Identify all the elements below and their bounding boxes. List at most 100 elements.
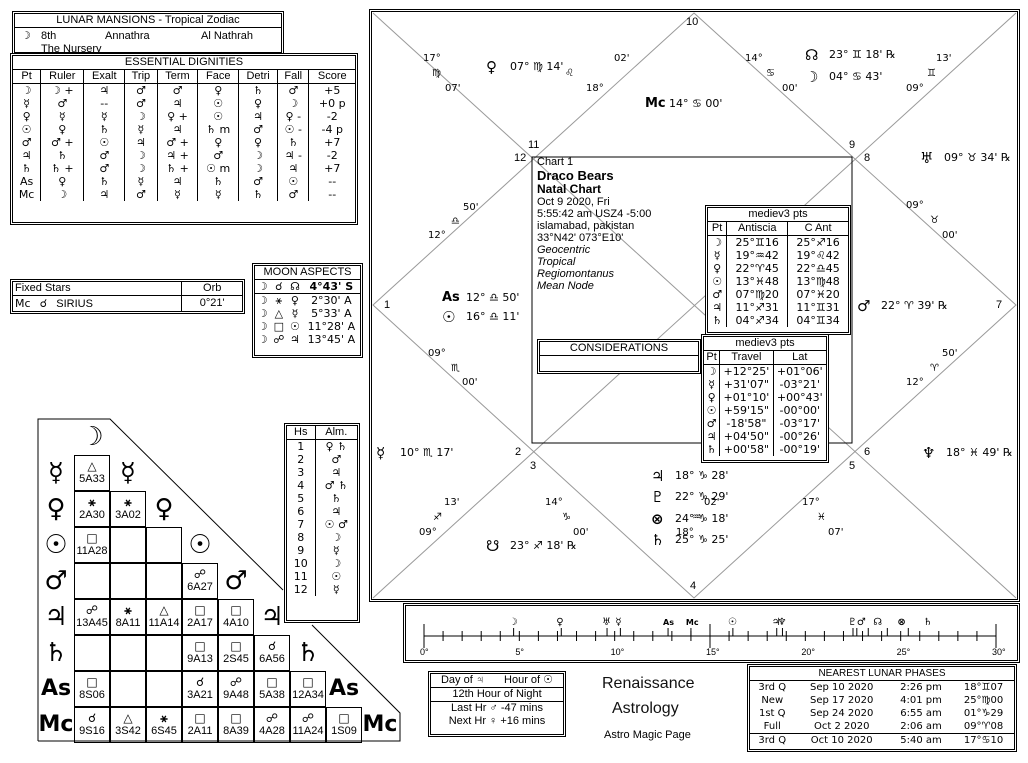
house-row: 5♄ <box>287 492 357 505</box>
cusp-label: ♐ <box>433 512 442 523</box>
pluto-icon[interactable]: ♇ <box>651 488 665 506</box>
dignities-cell: ☿ <box>124 175 158 188</box>
cusp-label: ♏ <box>451 363 460 374</box>
house-number: 4 <box>690 580 697 592</box>
moon-icon: ☽ <box>80 422 104 452</box>
brand-line2[interactable]: Astrology <box>612 700 679 717</box>
aspect-cell <box>110 635 146 671</box>
north-node-position: 23° ♊ 18' ℞ <box>829 48 896 61</box>
aspect-icon: ⚹ <box>88 495 96 509</box>
aspect-orb: 8A11 <box>115 617 141 629</box>
sun-icon[interactable]: ☉ <box>442 308 456 326</box>
dignities-row: ☉♀♄☿♃♄ m♂☉ --4 p <box>13 123 355 136</box>
house-row: 3♃ <box>287 466 357 479</box>
house-number: 5 <box>849 460 856 472</box>
ruler-marker-icon: ☉ <box>727 617 737 628</box>
moon-icon[interactable]: ☽ <box>805 68 819 86</box>
aspect-icon: ☍ <box>265 711 279 725</box>
midheaven-position: 14° ♋ 00' <box>669 97 723 110</box>
considerations-button[interactable]: CONSIDERATIONS <box>537 339 701 374</box>
aspect-cell <box>146 671 182 707</box>
aspect-cell: ⚹2A30 <box>74 491 110 527</box>
cusp-label: 02' <box>704 497 720 508</box>
mars-row-icon: ♂ <box>44 566 68 596</box>
midheaven-icon[interactable]: Mc <box>645 96 666 111</box>
ascendant-icon[interactable]: As <box>442 290 460 305</box>
cusp-label: 13' <box>444 497 460 508</box>
aspect-orb: 6A27 <box>187 581 213 593</box>
midheaven-row-icon: Mc <box>38 712 74 737</box>
dignities-cell: ♄ <box>13 162 42 175</box>
neptune-icon[interactable]: ♆ <box>922 444 936 462</box>
chart-time: 5:55:42 am USZ4 -5:00 <box>537 208 652 220</box>
house-number: 12 <box>514 152 527 164</box>
option-node: Mean Node <box>537 280 594 292</box>
moon-aspect-cell: ♃ <box>290 333 300 346</box>
moon-aspect-cell: ☉ <box>290 320 300 333</box>
ruler-marker-icon: ♃ <box>771 617 781 628</box>
travel-header: Pt <box>704 351 721 365</box>
dignities-cell: ♄ <box>277 136 310 149</box>
uranus-icon[interactable]: ♅ <box>920 149 934 167</box>
moon-aspect-cell: ☽ <box>257 280 268 293</box>
dignities-cell: ♃ <box>238 110 279 123</box>
house-cell: ☽ <box>331 531 342 544</box>
aspect-cell <box>110 527 146 563</box>
aspect-cell: □1S09 <box>326 707 362 743</box>
house-cell: 11 <box>287 570 316 583</box>
venus-position: 07° ♍ 14' <box>510 60 564 73</box>
aspect-cell: △3S42 <box>110 707 146 743</box>
dignities-header: Face <box>197 70 240 84</box>
dignities-row: Mc☽♃♂☿☿♄♂-- <box>13 188 355 201</box>
dignities-cell: +7 <box>324 162 341 175</box>
saturn-icon[interactable]: ♄ <box>651 531 665 549</box>
dignities-cell: ☿ <box>197 188 240 201</box>
dignities-title: ESSENTIAL DIGNITIES <box>13 56 355 70</box>
dignities-cell: ♂ <box>124 97 158 110</box>
house-cell: 10 <box>287 557 316 570</box>
house-number: 6 <box>864 446 871 458</box>
chart-place: islamabad, pakistan <box>537 220 635 232</box>
north-node-icon[interactable]: ☊ <box>805 46 819 64</box>
cusp-label: 17° <box>802 497 820 508</box>
lunar-phase-cell: Oct 10 2020 <box>810 735 873 746</box>
dignities-cell: ♂ <box>197 149 240 162</box>
dignities-cell: ♃ <box>157 175 199 188</box>
mars-icon[interactable]: ♂ <box>857 297 871 315</box>
dignities-cell: ☿ <box>13 97 42 110</box>
brand-line1[interactable]: Renaissance <box>602 675 695 692</box>
antiscia-cell: ♀ <box>708 262 728 275</box>
cusp-label: 14° <box>545 497 563 508</box>
lunar-mansions-title: LUNAR MANSIONS - Tropical Zodiac <box>15 14 281 28</box>
travel-cell: +12°25' <box>719 364 774 378</box>
aspect-icon: □ <box>230 639 242 653</box>
cusp-label: 07' <box>445 83 461 94</box>
part-of-fortune-icon[interactable]: ⊗ <box>651 510 664 528</box>
antiscia-cell: ☿ <box>708 249 728 262</box>
jupiter-icon[interactable]: ♃ <box>651 467 665 485</box>
south-node-icon[interactable]: ☋ <box>486 537 500 555</box>
travel-header: Travel <box>719 351 774 365</box>
star-name: SIRIUS <box>56 297 93 310</box>
antiscia-cell: ♄ <box>708 314 728 327</box>
dignities-cell: Mc <box>13 188 42 201</box>
house-cell: ☉ ♂ <box>324 518 348 531</box>
aspect-icon: ☌ <box>195 675 205 689</box>
venus-icon[interactable]: ♀ <box>486 58 497 76</box>
option-house-system: Regiomontanus <box>537 268 615 280</box>
lunar-phase-cell: 18°♊07 <box>963 682 1004 693</box>
aspect-cell: △5A33 <box>74 455 110 491</box>
house-cell: 2 <box>287 453 316 466</box>
aspect-icon: □ <box>266 675 278 689</box>
aspect-icon: □ <box>194 711 206 725</box>
astro-magic-link[interactable]: Astro Magic Page <box>604 729 691 741</box>
house-cell: ♂ <box>331 453 342 466</box>
mercury-icon[interactable]: ☿ <box>376 444 386 462</box>
moon-aspect-cell: ☍ <box>273 333 285 346</box>
lunar-phase-cell: 4:01 pm <box>900 695 942 706</box>
